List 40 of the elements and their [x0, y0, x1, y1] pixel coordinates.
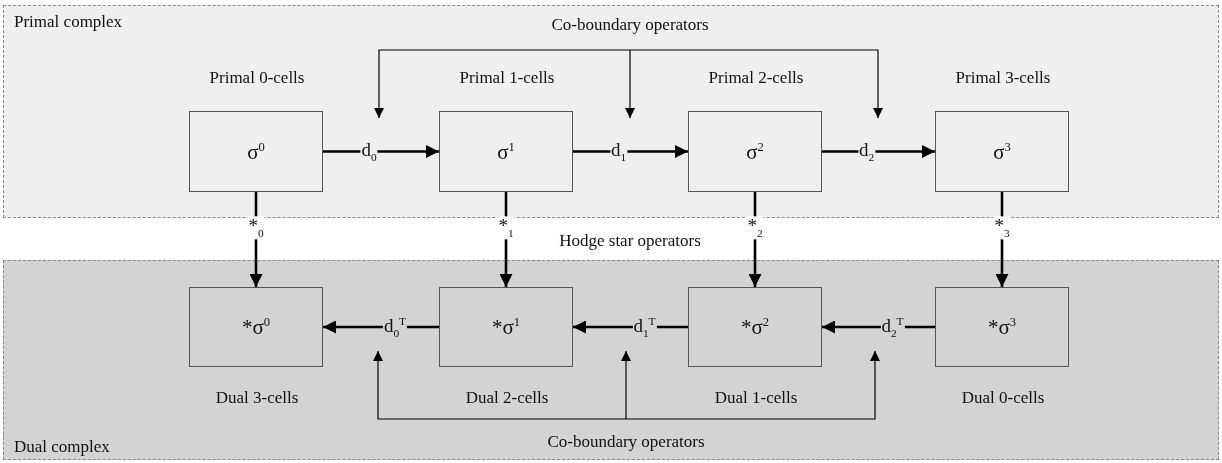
- complex-region: [3, 260, 1219, 460]
- cell-symbol: *σ$^{2}$: [740, 314, 770, 340]
- edge-label: *$_{3}$: [993, 215, 1011, 240]
- operator-group-label: Hodge star operators: [559, 231, 701, 251]
- arrow: [323, 145, 439, 158]
- arrow: [748, 192, 762, 287]
- arrow: [249, 192, 263, 287]
- arrow: [499, 192, 513, 287]
- cell-symbol: σ$^{1}$: [497, 139, 515, 164]
- cell-caption: Primal 2-cells: [707, 68, 805, 88]
- arrow: [995, 192, 1009, 287]
- edge-label: *$_{0}$: [247, 215, 265, 240]
- bracket-arrow: [373, 350, 627, 420]
- bracket-arrow: [625, 350, 880, 420]
- bracket-arrow: [625, 49, 635, 119]
- cell-caption: Dual 2-cells: [464, 388, 550, 408]
- cell-caption: Dual 3-cells: [214, 388, 300, 408]
- operator-label: Co-boundary operators: [546, 432, 706, 452]
- cell-symbol: *σ$^{1}$: [491, 314, 521, 340]
- arrow: [822, 145, 935, 158]
- cell-caption: Primal 1-cells: [458, 68, 556, 88]
- edge-label: *$_{1}$: [497, 215, 515, 240]
- cell-caption: Primal 0-cells: [208, 68, 306, 88]
- cell-symbol: σ$^{2}$: [746, 139, 764, 164]
- bracket-arrow: [629, 49, 883, 119]
- cell-symbol: σ$^{3}$: [993, 139, 1011, 164]
- cell-symbol: σ$^{0}$: [247, 139, 265, 164]
- region-title: Dual complex: [14, 437, 110, 457]
- complex-region: [3, 5, 1219, 218]
- cell-caption: Primal 3-cells: [954, 68, 1052, 88]
- operator-label: Co-boundary operators: [550, 15, 710, 35]
- bracket-arrow: [621, 350, 631, 420]
- cell-symbol: *σ$^{3}$: [987, 314, 1017, 340]
- cell-caption: Dual 0-cells: [960, 388, 1046, 408]
- edge-label: *$_{2}$: [746, 215, 764, 240]
- cell-caption: Dual 1-cells: [713, 388, 799, 408]
- arrow: [573, 145, 688, 158]
- cell-symbol: *σ$^{0}$: [241, 314, 271, 340]
- bracket-arrow: [374, 49, 631, 119]
- region-title: Primal complex: [14, 12, 123, 32]
